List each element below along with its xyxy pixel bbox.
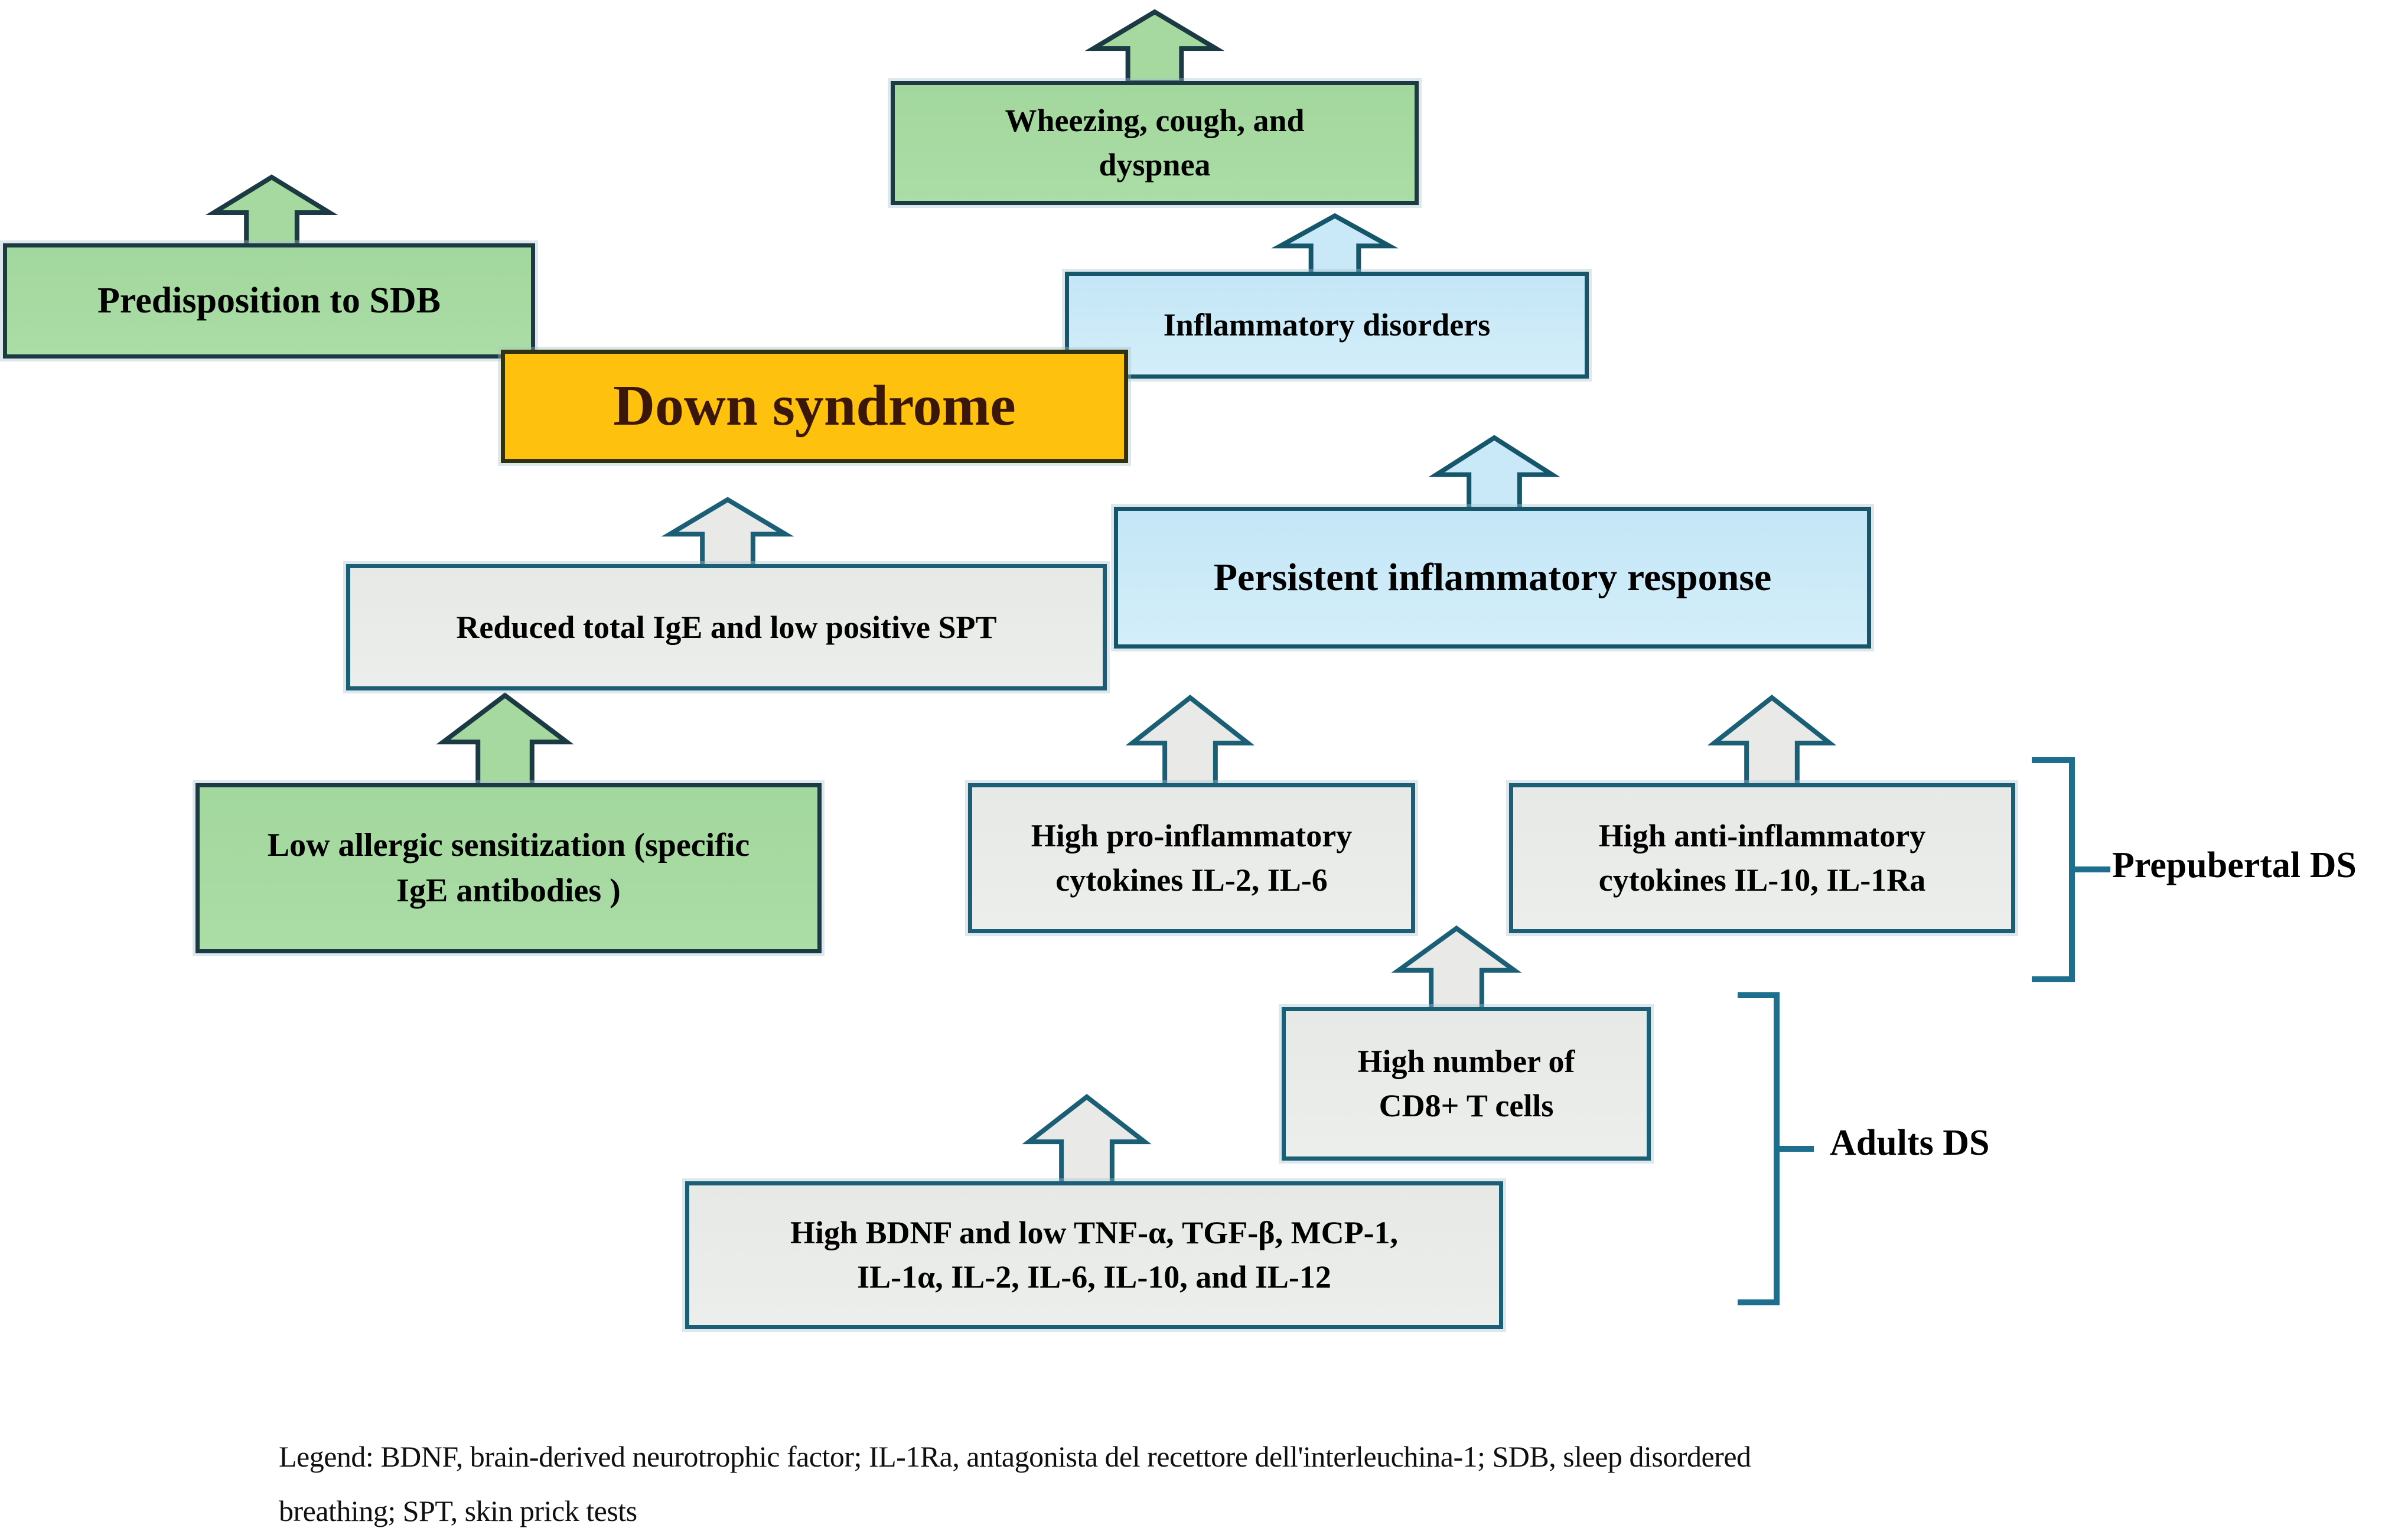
box-high-bdnf-low-cytokines: High BDNF and low TNF-α, TGF-β, MCP-1, I…	[685, 1181, 1503, 1329]
box-text-line: High BDNF and low TNF-α, TGF-β, MCP-1,	[790, 1215, 1399, 1251]
box-low-allergic-sensitization: Low allergic sensitization (specific IgE…	[195, 783, 822, 953]
up-arrow-low-allergic-to-reduced	[441, 692, 569, 786]
prepubertal-ds-bracket	[2032, 757, 2110, 982]
up-arrow-cd8-to-cytokines	[1396, 926, 1517, 1009]
box-text-line: IgE antibodies )	[396, 872, 621, 909]
box-text-line: Reduced total IgE and low positive SPT	[456, 609, 997, 645]
box-persistent-inflammatory-response: Persistent inflammatory response	[1114, 507, 1871, 649]
up-arrow-from-wheezing	[1091, 9, 1218, 83]
prepubertal-ds-label: Prepubertal DS	[2112, 845, 2357, 885]
box-text-line: Persistent inflammatory response	[1213, 556, 1772, 600]
box-text-line: Down syndrome	[613, 374, 1016, 438]
up-arrow-from-bdnf	[1027, 1094, 1147, 1184]
box-text-line: cytokines IL-2, IL-6	[1055, 862, 1328, 898]
box-text-line: High number of	[1357, 1044, 1575, 1080]
up-arrow-pro-cytokines-to-persistent	[1130, 695, 1250, 786]
box-text-line: IL-1α, IL-2, IL-6, IL-10, and IL-12	[857, 1259, 1331, 1295]
box-text-line: CD8+ T cells	[1379, 1088, 1554, 1123]
up-arrow-anti-cytokines-to-persistent	[1712, 695, 1832, 786]
box-high-number-cd8-t-cells: High number of CD8+ T cells	[1282, 1007, 1651, 1161]
adults-ds-bracket	[1738, 992, 1814, 1305]
box-wheezing-cough-dyspnea: Wheezing, cough, and dyspnea	[891, 81, 1419, 205]
box-text-line: High anti-inflammatory	[1598, 818, 1926, 854]
up-arrow-persistent-to-inflammatory	[1434, 435, 1555, 509]
legend-line: breathing; SPT, skin prick tests	[279, 1494, 637, 1527]
box-text-line: Predisposition to SDB	[97, 280, 441, 321]
box-text-line: Inflammatory disorders	[1163, 307, 1491, 343]
box-reduced-total-ige: Reduced total IgE and low positive SPT	[346, 564, 1107, 690]
box-down-syndrome: Down syndrome	[501, 350, 1128, 463]
box-text-line: dyspnea	[1099, 147, 1211, 183]
box-inflammatory-disorders: Inflammatory disorders	[1065, 272, 1589, 379]
up-arrow-reduced-to-down-syndrome	[667, 497, 788, 566]
adults-ds-label: Adults DS	[1830, 1123, 1990, 1163]
box-text-line: Low allergic sensitization (specific	[267, 826, 750, 864]
box-text-line: cytokines IL-10, IL-1Ra	[1598, 862, 1926, 898]
up-arrow-inflammatory-to-wheezing	[1278, 214, 1392, 274]
up-arrow-from-predisposition	[211, 175, 332, 246]
box-predisposition-to-sdb: Predisposition to SDB	[3, 243, 535, 359]
legend-line: Legend: BDNF, brain-derived neurotrophic…	[279, 1440, 1751, 1473]
legend: Legend: BDNF, brain-derived neurotrophic…	[279, 1429, 2299, 1528]
box-text-line: High pro-inflammatory	[1031, 818, 1353, 854]
box-text-line: Wheezing, cough, and	[1005, 103, 1305, 139]
box-high-pro-inflammatory-cytokines: High pro-inflammatory cytokines IL-2, IL…	[968, 783, 1415, 933]
box-high-anti-inflammatory-cytokines: High anti-inflammatory cytokines IL-10, …	[1509, 783, 2015, 933]
